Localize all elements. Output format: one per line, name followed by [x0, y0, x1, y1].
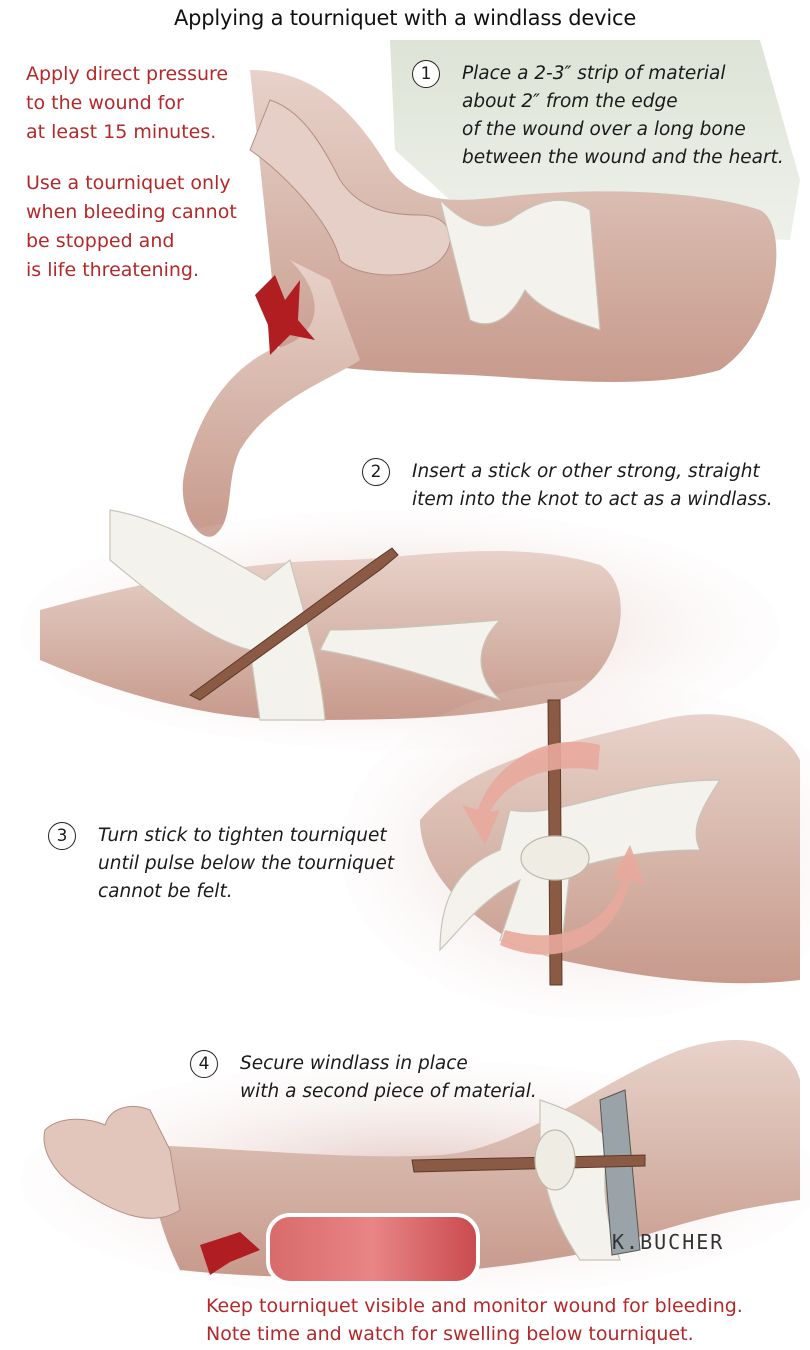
step-number: 2	[362, 458, 390, 486]
knot-3	[520, 835, 590, 881]
step-line: of the wound over a long bone	[462, 119, 746, 140]
step-1: 1 Place a 2-3″ strip of material about 2…	[412, 60, 784, 172]
step-2: 2 Insert a stick or other strong, straig…	[362, 458, 773, 514]
warning-line: Use a tourniquet only	[26, 172, 231, 194]
step-line: Insert a stick or other strong, straight	[412, 461, 760, 482]
step-line: Place a 2-3″ strip of material	[462, 63, 726, 84]
step-number: 3	[48, 822, 76, 850]
warning-line: be stopped and	[26, 230, 175, 252]
bandage-2-tail	[319, 619, 502, 701]
step-line: between the wound and the heart.	[462, 147, 784, 168]
step-4: 4 Secure windlass in place with a second…	[190, 1050, 537, 1106]
knot-4	[534, 1129, 576, 1191]
wound-blood-4	[200, 1232, 260, 1275]
step-3: 3 Turn stick to tighten tourniquet until…	[48, 822, 394, 906]
warning-line: at least 15 minutes.	[26, 121, 217, 143]
warning-line: is life threatening.	[26, 259, 200, 281]
panel-1-art	[182, 40, 800, 537]
step-line: Turn stick to tighten tourniquet	[98, 825, 387, 846]
warning-line: Apply direct pressure	[26, 63, 229, 85]
step-line: about 2″ from the edge	[462, 91, 678, 112]
bandage-knot-1	[438, 198, 601, 331]
step-line: Secure windlass in place	[240, 1053, 468, 1074]
turn-arrow-top	[462, 741, 600, 845]
step-line: cannot be felt.	[98, 881, 233, 902]
shirt-shape	[390, 40, 800, 240]
turn-arrow-bottom	[500, 845, 645, 955]
closing-warning: Keep tourniquet visible and monitor woun…	[206, 1292, 743, 1348]
wound-blood	[255, 275, 315, 355]
warning-line: when bleeding cannot	[26, 201, 237, 223]
panel-3-art	[340, 680, 810, 1020]
bandage-3	[439, 779, 722, 961]
second-material	[599, 1089, 641, 1256]
warning-line: to the wound for	[26, 92, 184, 114]
step-line: until pulse below the tourniquet	[98, 853, 395, 874]
warning-line: Note time and watch for swelling below t…	[206, 1323, 694, 1345]
bandage-2	[109, 509, 326, 721]
artist-signature: K.BUCHER	[612, 1230, 725, 1254]
step-line: with a second piece of material.	[240, 1081, 537, 1102]
stick-2	[189, 547, 399, 701]
pressure-pad	[266, 1213, 480, 1285]
forearm-limp	[182, 260, 360, 537]
step-number: 1	[412, 60, 440, 88]
intro-warning: Apply direct pressure to the wound for a…	[26, 60, 237, 285]
warning-line: Keep tourniquet visible and monitor woun…	[206, 1295, 743, 1317]
step-line: item into the knot to act as a windlass.	[412, 489, 773, 510]
hand-4	[43, 1106, 181, 1219]
panel-4-art	[20, 1040, 810, 1300]
step-number: 4	[190, 1050, 218, 1078]
page-title: Applying a tourniquet with a windlass de…	[173, 6, 637, 30]
